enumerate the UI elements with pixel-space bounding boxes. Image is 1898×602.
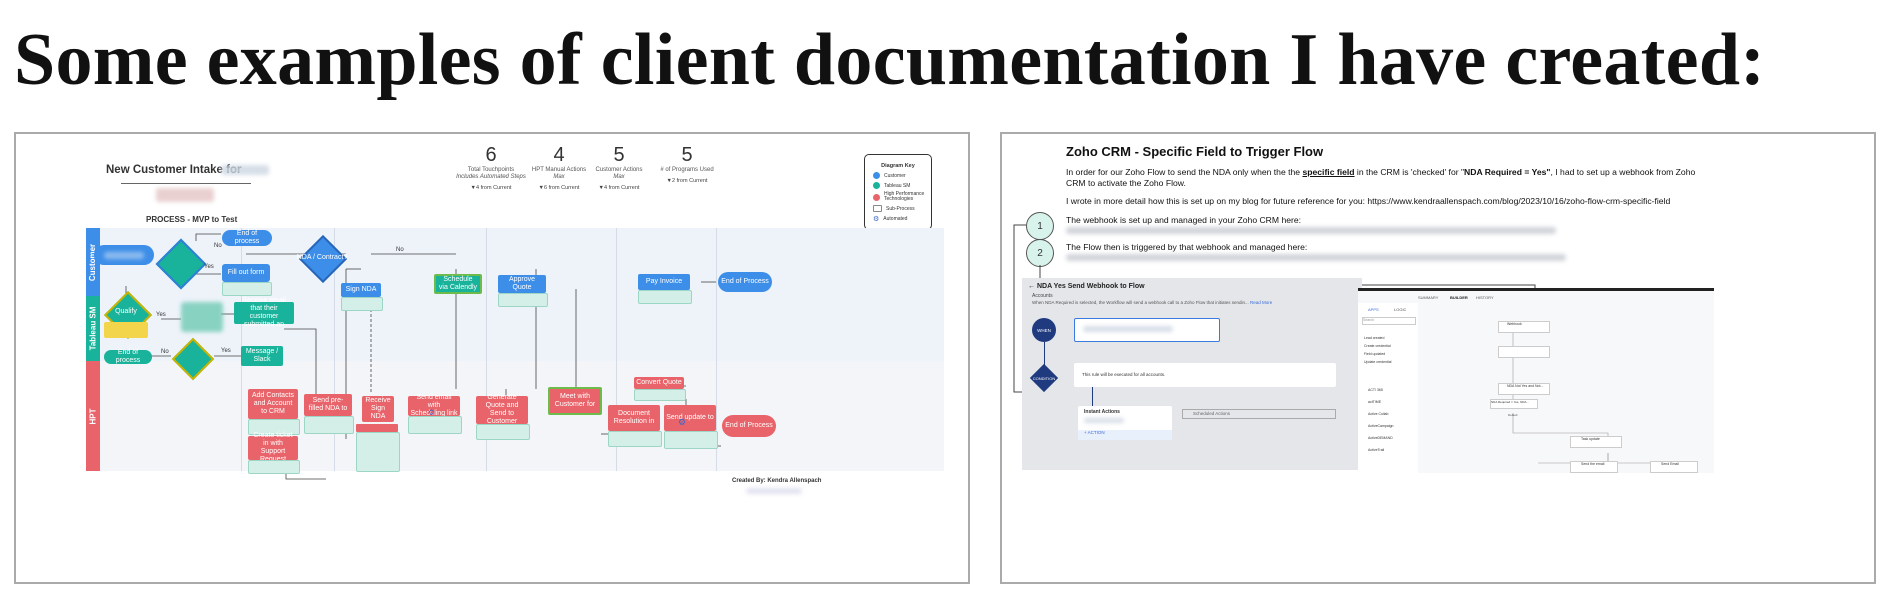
automated-gear-icon: ⚙ bbox=[678, 417, 687, 427]
receive-sign-nda-node: Receive Sign NDA bbox=[362, 396, 394, 422]
send-update-node: Send update to bbox=[664, 405, 716, 431]
crm-description: When NDA Required is selected, the Workf… bbox=[1032, 300, 1273, 305]
approve-quote-node: Approve Quote bbox=[498, 275, 546, 293]
label-no-1: No bbox=[214, 243, 222, 249]
diagram-credit: Created By: Kendra Allenspach bbox=[732, 478, 822, 484]
flow-decision-box[interactable]: NDA Required = Yes, NDA... bbox=[1490, 399, 1538, 409]
crm-module: Accounts bbox=[1032, 293, 1053, 299]
qualify-label: Qualify bbox=[115, 308, 137, 315]
instant-actions-box: Instant Actions + ACTION bbox=[1078, 406, 1172, 440]
start-node bbox=[94, 245, 154, 265]
gear-icon: ⚙ bbox=[873, 216, 880, 223]
add-action-button[interactable]: + ACTION bbox=[1078, 430, 1172, 440]
doc-paragraph-2: I wrote in more detail how this is set u… bbox=[1066, 196, 1671, 206]
scheduled-actions-box[interactable]: Scheduled Actions bbox=[1182, 409, 1336, 419]
tableau-dot-icon bbox=[873, 182, 880, 189]
create-ticket-node: Create ticket in with Support Request bbox=[248, 432, 298, 463]
stat-touchpoints: 6 Total Touchpoints Includes Automated S… bbox=[456, 144, 526, 191]
convert-quote-node: Convert Quote bbox=[634, 377, 684, 389]
flow-connectors bbox=[125, 233, 721, 480]
redacted-name bbox=[221, 165, 269, 175]
receive-email-node: Receive email that their customer submit… bbox=[234, 297, 294, 328]
read-more-link[interactable]: Read More bbox=[1250, 300, 1273, 305]
lane-tableau bbox=[86, 296, 944, 362]
fill-out-form-node: Fill out form bbox=[222, 264, 270, 282]
flow-node-send-email[interactable]: Send Email bbox=[1650, 461, 1698, 473]
doc-step-1: The webhook is set up and managed in you… bbox=[1066, 215, 1302, 225]
stat-programs: 5 # of Programs Used ▼2 from Current bbox=[660, 144, 714, 184]
flow-node-2[interactable] bbox=[1498, 346, 1550, 358]
page-title: Some examples of client documentation I … bbox=[14, 19, 1766, 101]
flow-node-webhook[interactable]: Webhook bbox=[1498, 321, 1550, 333]
pay-invoice-node: Pay Invoice bbox=[638, 274, 690, 290]
redacted-url-1 bbox=[1066, 227, 1556, 234]
lane-label-hpt: HPT bbox=[86, 361, 100, 471]
lane-label-customer: Customer bbox=[86, 228, 100, 296]
flow-sidebar: APPS LOGIC Search Lead created Create cr… bbox=[1358, 303, 1418, 473]
doc-step-2: The Flow then is triggered by that webho… bbox=[1066, 242, 1308, 252]
end-process-node-2: End of process bbox=[104, 349, 152, 364]
flowchart-title: New Customer Intake for bbox=[106, 164, 242, 176]
meet-customer-node: Meet with Customer for bbox=[548, 387, 602, 415]
label-yes-1: Yes bbox=[204, 264, 214, 270]
qualify-subprocess bbox=[104, 322, 148, 338]
document-resolution-node: Document Resolution in bbox=[608, 405, 660, 431]
add-contacts-node: Add Contacts and Account to CRM bbox=[248, 389, 298, 419]
doc-title: Zoho CRM - Specific Field to Trigger Flo… bbox=[1066, 144, 1324, 159]
hpt-dot-icon bbox=[873, 193, 880, 201]
flow-canvas-lines bbox=[1512, 331, 1668, 464]
lane-label-tableau: Tableau SM bbox=[86, 296, 100, 361]
flowchart-subtitle: PROCESS - MVP to Test bbox=[146, 215, 238, 224]
subprocess-icon bbox=[873, 205, 882, 212]
end-process-node-1: End of process bbox=[222, 230, 272, 246]
documentation-panel: Zoho CRM - Specific Field to Trigger Flo… bbox=[1000, 132, 1876, 584]
end-process-hpt: End of Process bbox=[722, 415, 776, 437]
stat-hpt-actions: 4 HPT Manual Actions Max ▼6 from Current bbox=[531, 144, 587, 191]
automated-gear-icon-2: ⚙ bbox=[428, 408, 436, 417]
fill-out-subprocess bbox=[222, 282, 272, 296]
flow-node-send-the-email[interactable]: Send the email bbox=[1570, 461, 1618, 473]
flow-node-task-update[interactable]: Task update bbox=[1570, 436, 1622, 448]
when-trigger-box[interactable] bbox=[1074, 318, 1220, 342]
nda-decision-label: NDA / Contract? bbox=[296, 254, 348, 261]
flowchart-panel: New Customer Intake for PROCESS - MVP to… bbox=[14, 132, 970, 584]
send-email-scheduling-node: Send email with Scheduling link bbox=[408, 394, 460, 417]
sign-nda-node: Sign NDA bbox=[341, 283, 381, 297]
generate-quote-node: Generate Quote and Send to Customer bbox=[476, 394, 528, 425]
redacted-logo bbox=[156, 188, 214, 202]
schedule-calendly-node: Schedule via Calendly bbox=[434, 274, 482, 294]
send-prefilled-nda-node: Send pre-filled NDA to bbox=[304, 394, 352, 416]
doc-paragraph-1-line-2: CRM to activate the Zoho Flow. bbox=[1066, 178, 1186, 188]
flow-node-nda-check[interactable]: NDA Not Yes and Not... bbox=[1498, 383, 1550, 395]
diagram-key: Diagram Key Customer Tableau SM High Per… bbox=[864, 154, 932, 230]
doc-paragraph-1: In order for our Zoho Flow to send the N… bbox=[1066, 167, 1696, 177]
crm-rule-title: ← NDA Yes Send Webhook to Flow bbox=[1028, 283, 1145, 290]
end-process-customer: End of Process bbox=[718, 272, 772, 292]
flow-tab-summary[interactable]: SUMMARY bbox=[1418, 295, 1439, 300]
when-node: WHEN bbox=[1032, 318, 1056, 342]
stat-customer-actions: 5 Customer Actions Max ▼4 from Current bbox=[595, 144, 643, 191]
flow-tab-history[interactable]: HISTORY bbox=[1476, 295, 1494, 300]
condition-box: This rule will be executed for all accou… bbox=[1074, 363, 1336, 387]
customer-dot-icon bbox=[873, 172, 880, 179]
flow-tab-builder[interactable]: BUILDER bbox=[1450, 295, 1468, 300]
message-slack-node: Message / Slack bbox=[241, 346, 283, 366]
flow-search-input[interactable]: Search bbox=[1362, 317, 1416, 325]
label-no-2: No bbox=[396, 247, 404, 253]
redacted-node bbox=[181, 302, 223, 332]
zoho-flow-screenshot: SUMMARY BUILDER HISTORY APPS LOGIC Searc… bbox=[1358, 288, 1714, 473]
title-divider bbox=[121, 183, 251, 184]
crm-workflow-screenshot: ← NDA Yes Send Webhook to Flow Accounts … bbox=[1022, 278, 1362, 470]
redacted-url-2 bbox=[1066, 254, 1566, 261]
